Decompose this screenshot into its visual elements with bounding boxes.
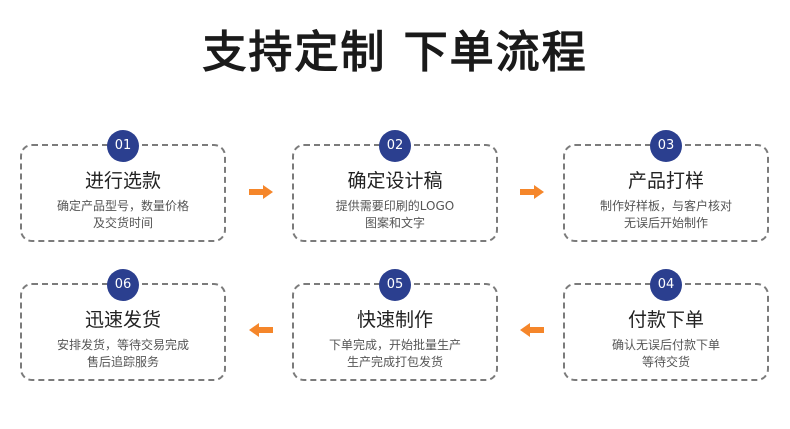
step-title: 快速制作 [356, 309, 433, 331]
step-description-line: 生产完成打包发货 [346, 355, 443, 369]
step-description: 下单完成，开始批量生产 生产完成打包发货 [302, 337, 488, 371]
page-title: 支持定制 下单流程 [202, 27, 588, 78]
step-description: 安排发货，等待交易完成 售后追踪服务 [30, 337, 216, 371]
step-card-6: 06 迅速发货 安排发货，等待交易完成 售后追踪服务 [20, 269, 226, 381]
step-title: 进行选款 [84, 170, 161, 192]
step-description-line: 售后追踪服务 [86, 355, 159, 369]
step-description-line: 制作好样板，与客户核对 [599, 199, 732, 213]
step-description-line: 提供需要印刷的LOGO [335, 199, 455, 213]
step-description-line: 确定产品型号，数量价格 [56, 199, 189, 213]
step-number-badge: 03 [650, 130, 682, 162]
step-description-line: 无误后开始制作 [623, 216, 708, 230]
arrow-left-icon [249, 323, 273, 337]
step-description: 确认无误后付款下单 等待交货 [573, 337, 759, 371]
step-title: 产品打样 [627, 170, 704, 192]
arrow-right-icon [249, 185, 273, 199]
step-description-line: 安排发货，等待交易完成 [56, 338, 189, 352]
step-description-line: 确认无误后付款下单 [611, 338, 720, 352]
step-description-line: 下单完成，开始批量生产 [328, 338, 461, 352]
step-card-2: 02 确定设计稿 提供需要印刷的LOGO 图案和文字 [292, 130, 498, 242]
step-number-badge: 06 [107, 269, 139, 301]
step-card-4: 04 付款下单 确认无误后付款下单 等待交货 [563, 269, 769, 381]
arrow-right-icon [520, 185, 544, 199]
step-description: 制作好样板，与客户核对 无误后开始制作 [573, 198, 759, 232]
step-title: 迅速发货 [84, 309, 161, 331]
step-card-5: 05 快速制作 下单完成，开始批量生产 生产完成打包发货 [292, 269, 498, 381]
step-number-badge: 05 [379, 269, 411, 301]
step-title: 付款下单 [627, 309, 704, 331]
step-card-3: 03 产品打样 制作好样板，与客户核对 无误后开始制作 [563, 130, 769, 242]
step-title: 确定设计稿 [347, 170, 443, 192]
step-description: 确定产品型号，数量价格 及交货时间 [30, 198, 216, 232]
step-description: 提供需要印刷的LOGO 图案和文字 [302, 198, 488, 232]
step-number-badge: 02 [379, 130, 411, 162]
step-number-badge: 01 [107, 130, 139, 162]
step-description-line: 及交货时间 [92, 216, 153, 230]
step-description-line: 图案和文字 [364, 216, 425, 230]
arrow-left-icon [520, 323, 544, 337]
step-number-badge: 04 [650, 269, 682, 301]
step-description-line: 等待交货 [641, 355, 690, 369]
step-card-1: 01 进行选款 确定产品型号，数量价格 及交货时间 [20, 130, 226, 242]
